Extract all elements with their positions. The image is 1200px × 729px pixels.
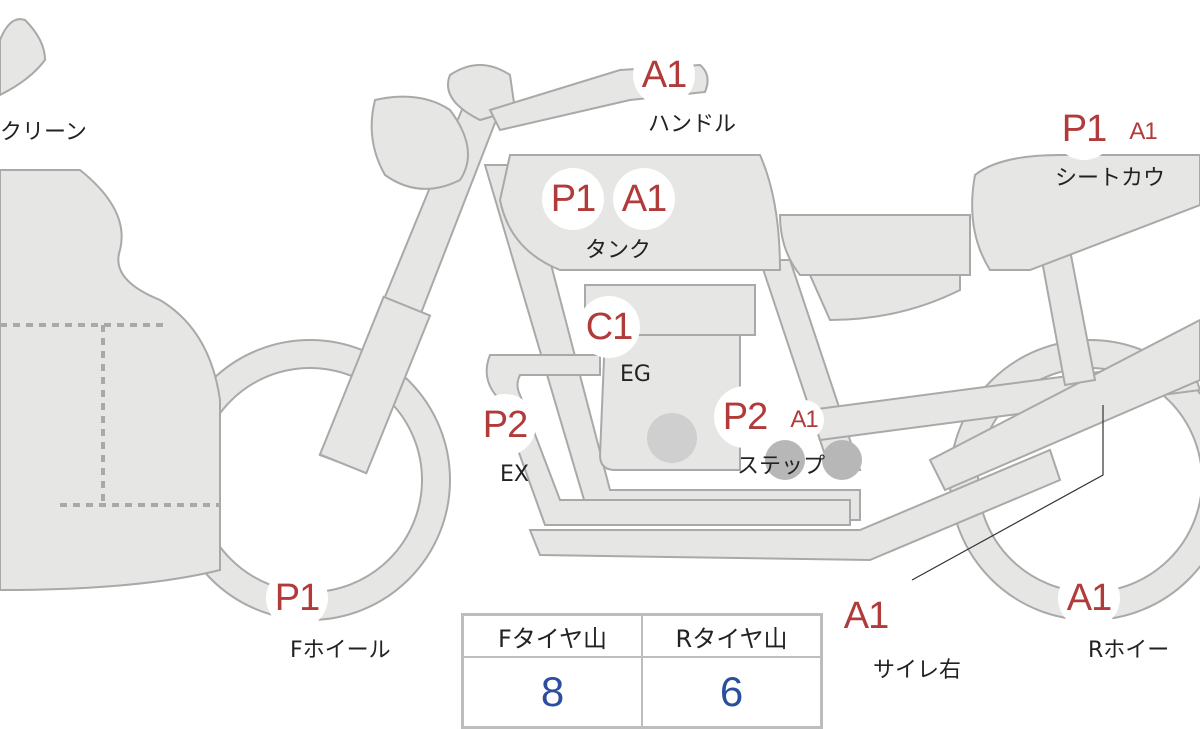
seat-cowl-shape (971, 154, 1200, 271)
exhaust-shape (485, 354, 851, 526)
label-handle: ハンドル (648, 112, 737, 137)
label-side-cover-right: サイレ右 (873, 658, 962, 683)
label-exhaust: EX (500, 462, 529, 487)
front-tire-header: Fタイヤ山 (461, 613, 643, 658)
label-tank: タンク (585, 238, 652, 263)
front-tire-value: 8 (461, 656, 643, 729)
badge-rear-wheel-a1[interactable]: A1 (1058, 567, 1120, 629)
label-rear-wheel: Rホイー (1088, 638, 1170, 663)
badge-engine-c1[interactable]: C1 (578, 296, 640, 358)
label-seat-cowl: シートカウ (1055, 166, 1166, 191)
badge-front-wheel-p1[interactable]: P1 (266, 567, 328, 629)
badge-step-a1[interactable]: A1 (784, 400, 824, 440)
rear-tire-header: Rタイヤ山 (641, 613, 823, 658)
badge-step-p2[interactable]: P2 (714, 386, 776, 448)
rear-tire-value: 6 (641, 656, 823, 729)
badge-exhaust-p2[interactable]: P2 (474, 394, 536, 456)
badge-seat-cowl-a1[interactable]: A1 (1123, 112, 1163, 152)
side-cover-shape (808, 274, 961, 322)
badge-tank-a1[interactable]: A1 (613, 168, 675, 230)
badge-seat-cowl-p1[interactable]: P1 (1053, 98, 1115, 160)
badge-tank-p1[interactable]: P1 (542, 168, 604, 230)
engine-shape (598, 334, 741, 471)
label-screen: クリーン (0, 120, 87, 145)
badge-handle-a1[interactable]: A1 (633, 44, 695, 106)
label-step: ステップ (737, 454, 826, 479)
label-engine: EG (620, 362, 651, 387)
headlight-shape (370, 95, 469, 190)
badge-side-cover-a1[interactable]: A1 (835, 585, 897, 647)
fairing-shape (0, 169, 221, 592)
screen-shape (0, 18, 47, 97)
tire-tread-table: Fタイヤ山 Rタイヤ山 8 6 (461, 613, 823, 729)
label-front-wheel: Fホイール (290, 638, 391, 663)
